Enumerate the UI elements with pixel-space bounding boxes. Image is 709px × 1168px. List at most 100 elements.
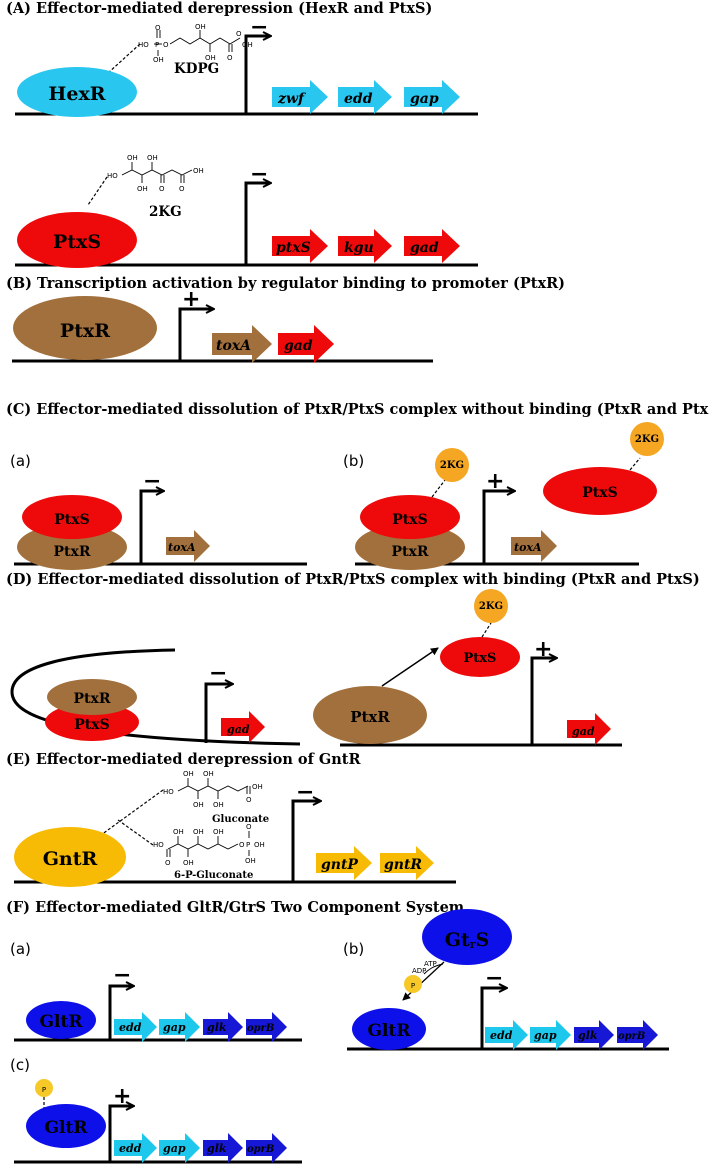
svg-text:O: O: [159, 185, 165, 193]
svg-text:gntR: gntR: [384, 857, 422, 873]
kdpg-label: KDPG: [174, 61, 219, 77]
panel-f: (F) Effector-mediated GltR/GtrS Two Comp…: [6, 899, 669, 1164]
gene-gap: gap: [159, 1012, 200, 1042]
svg-text:OH: OH: [147, 154, 158, 162]
svg-text:PtxR: PtxR: [392, 544, 429, 560]
svg-text:edd: edd: [490, 1029, 513, 1042]
svg-text:PtxS: PtxS: [74, 717, 109, 733]
twokg-effector: [474, 589, 508, 623]
svg-text:OH: OH: [193, 828, 204, 836]
svg-text:O: O: [246, 823, 252, 831]
gene-oprb: oprB: [246, 1012, 287, 1042]
svg-text:GltR: GltR: [368, 1021, 412, 1041]
svg-text:P: P: [411, 982, 415, 990]
svg-text:toxA: toxA: [216, 338, 251, 354]
promoter-arrow: [530, 658, 556, 745]
svg-text:PtxS: PtxS: [54, 512, 89, 528]
svg-text:kgu: kgu: [344, 240, 374, 256]
effector-link: [117, 819, 154, 846]
gltr-protein: [352, 1008, 426, 1050]
svg-text:gap: gap: [410, 91, 439, 107]
panel-b-title: (B) Transcription activation by regulato…: [6, 275, 565, 292]
svg-text:OH: OH: [213, 801, 224, 809]
svg-text:OH: OH: [213, 828, 224, 836]
gluconate-structure: HO OH OH OH OH O OH: [163, 770, 263, 809]
gene-gad: gad: [567, 713, 611, 745]
svg-text:HO: HO: [138, 41, 149, 49]
gene-oprb: oprB: [617, 1020, 658, 1050]
panel-d: (D) Effector-mediated dissolution of Ptx…: [6, 571, 700, 747]
svg-text:PtxR: PtxR: [60, 320, 110, 342]
svg-text:HO: HO: [107, 172, 118, 180]
release-arrow: [381, 647, 439, 687]
svg-text:edd: edd: [344, 91, 373, 107]
twokg-structure: HO OH OH OH O O OH: [107, 154, 204, 193]
repression-sign: −: [485, 966, 503, 991]
ptxs-protein: [17, 212, 137, 268]
svg-text:2KG: 2KG: [440, 460, 464, 471]
panel-c-title: (C) Effector-mediated dissolution of Ptx…: [6, 401, 709, 418]
svg-text:OH: OH: [254, 841, 265, 849]
svg-text:OH: OH: [127, 154, 138, 162]
gene-glk: glk: [574, 1020, 614, 1050]
activation-sign: +: [113, 1084, 131, 1109]
svg-text:HO: HO: [153, 841, 164, 849]
kdpg-structure: HO P O OH O OH OH O OH O: [138, 23, 253, 64]
panel-c: (C) Effector-mediated dissolution of Ptx…: [6, 401, 709, 570]
svg-text:2KG: 2KG: [479, 601, 503, 612]
gene-oprb: oprB: [246, 1133, 287, 1163]
ptxs-protein: [440, 637, 520, 677]
effector-link: [481, 622, 492, 638]
promoter-arrow: [244, 36, 270, 114]
svg-text:O: O: [246, 796, 252, 804]
repression-sign: −: [296, 780, 314, 805]
phospho-transfer-arrow: [402, 961, 445, 1001]
svg-text:gad: gad: [410, 240, 439, 256]
promoter-arrow: [291, 801, 320, 882]
svg-text:OH: OH: [153, 56, 164, 64]
gene-edd: edd: [114, 1133, 157, 1163]
promoter-arrow: [139, 491, 163, 564]
svg-text:O: O: [179, 185, 185, 193]
svg-text:zwf: zwf: [277, 91, 307, 107]
ptxr-protein: [47, 679, 137, 715]
ptxs-protein: [45, 703, 139, 741]
gene-kgu: kgu: [338, 229, 392, 263]
activation-sign: +: [534, 637, 552, 662]
twokg-effector: [435, 448, 469, 482]
ptxr-protein: [355, 524, 465, 570]
svg-text:O: O: [155, 24, 161, 32]
promoter-arrow: [108, 1106, 133, 1162]
p-gluconate-label: 6-P-Gluconate: [174, 870, 253, 881]
twokg-label: 2KG: [149, 204, 182, 220]
gene-gap: gap: [404, 80, 460, 114]
gene-gntp: gntP: [316, 846, 372, 880]
ptxr-protein: [13, 296, 157, 360]
effector-link: [87, 176, 108, 206]
svg-text:OH: OH: [193, 167, 204, 175]
panel-e: (E) Effector-mediated derepression of Gn…: [6, 751, 456, 887]
panel-d-title: (D) Effector-mediated dissolution of Ptx…: [6, 571, 700, 588]
gene-edd: edd: [485, 1020, 528, 1050]
promoter-arrow: [482, 491, 514, 564]
promoter-arrow: [480, 988, 506, 1049]
svg-text:edd: edd: [119, 1142, 142, 1155]
svg-text:gap: gap: [163, 1021, 186, 1034]
svg-text:GntR: GntR: [43, 848, 98, 870]
promoter-arrow: [204, 684, 232, 743]
panel-a-title: (A) Effector-mediated derepression (HexR…: [6, 0, 432, 17]
gene-glk: glk: [203, 1012, 243, 1042]
gene-edd: edd: [338, 80, 392, 114]
svg-text:O: O: [236, 30, 242, 38]
svg-text:gap: gap: [163, 1142, 186, 1155]
panel-a: (A) Effector-mediated derepression (HexR…: [6, 0, 478, 268]
svg-text:GltR: GltR: [40, 1012, 84, 1032]
ptxs-protein: [22, 495, 122, 539]
activation-sign: +: [182, 287, 200, 312]
gene-glk: glk: [203, 1133, 243, 1163]
subpanel-label: (a): [10, 940, 31, 958]
svg-text:P: P: [246, 841, 250, 849]
ptxs-protein: [543, 467, 657, 515]
svg-text:PtxS: PtxS: [464, 651, 497, 666]
svg-text:O: O: [165, 859, 171, 867]
